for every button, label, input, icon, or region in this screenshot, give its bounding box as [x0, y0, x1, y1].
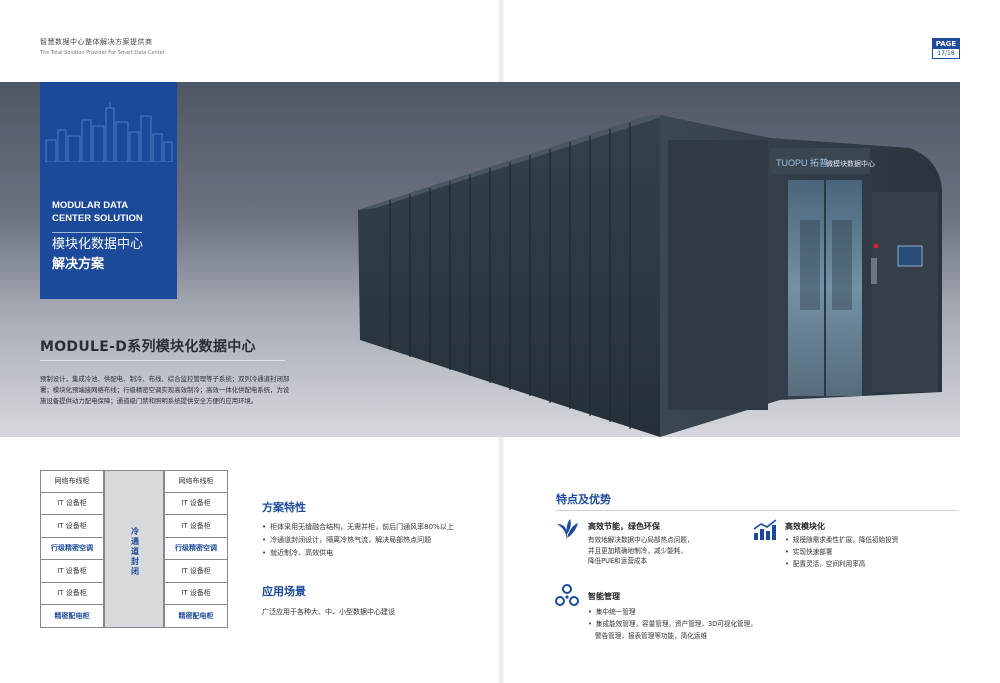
right-cabinet-row: 网络布线柜 IT 设备柜 IT 设备柜 行级精密空调 IT 设备柜 IT 设备柜…	[164, 470, 228, 628]
door-brand: TUOPU 拓普	[776, 157, 828, 168]
page-label: PAGE	[933, 39, 959, 49]
product-description: 预制设计，集成冷池、供配电、制冷、布线、综合监控管理等子系统；双列冷通道封闭部署…	[40, 375, 290, 405]
scheme-features-list: 柜体采用无缝融合结构，无需并柜，前后门通风率80%以上 冷通道封闭设计，隔离冷热…	[262, 521, 494, 560]
cabinet-layout-diagram: 网络布线柜 IT 设备柜 IT 设备柜 行级精密空调 IT 设备柜 IT 设备柜…	[40, 470, 228, 632]
list-item: 集成能效管理，容量管理，资产管理，3D可视化管理，	[588, 618, 798, 630]
company-tagline-en: The Total Solution Provider For Smart Da…	[40, 50, 165, 56]
list-item: 冷通道封闭设计，隔离冷热气流，解决局部热点问题	[262, 534, 494, 547]
list-item: 柜体采用无缝融合结构，无需并柜，前后门通风率80%以上	[262, 521, 494, 534]
solution-title-en: MODULAR DATA CENTER SOLUTION	[52, 199, 143, 225]
cold-aisle-label: 冷通道封闭	[131, 527, 139, 576]
left-cabinet-row: 网络布线柜 IT 设备柜 IT 设备柜 行级精密空调 IT 设备柜 IT 设备柜…	[40, 470, 104, 628]
page-number-box: PAGE 17/18	[932, 38, 960, 59]
cabinet-cell: 行级精密空调	[40, 537, 104, 560]
solution-subtitle-zh: 解决方案	[52, 257, 105, 272]
city-skyline-icon	[45, 102, 173, 162]
management-title: 智能管理	[588, 592, 620, 601]
efficient-text: 有效地解决数据中心局部热点问题， 并且更加精确地制冷，减少能耗， 降低PUE和运…	[588, 535, 748, 567]
page-number: 17/18	[937, 50, 955, 57]
solution-title-en-line1: MODULAR DATA	[52, 200, 129, 211]
efficient-title: 高效节能，绿色环保	[588, 522, 660, 531]
cabinet-cell: 网络布线柜	[164, 470, 228, 493]
cabinet-cell: IT 设备柜	[164, 560, 228, 583]
touch-screen	[897, 245, 923, 267]
list-item: 集中统一管理	[588, 606, 798, 618]
cold-aisle: 冷通道封闭	[104, 470, 164, 628]
modular-list: 规模随需求柔性扩展，降低初始投资 实现快速部署 配置灵活，空间利用率高	[785, 534, 955, 570]
modular-title: 高效模块化	[785, 522, 825, 531]
list-item: 就近制冷、高效供电	[262, 547, 494, 560]
scheme-features-title: 方案特性	[262, 501, 306, 514]
micro-module-cabinet-image: TUOPU 拓普 微模块数据中心	[358, 115, 942, 437]
growth-chart-icon	[753, 519, 777, 540]
management-list: 集中统一管理 集成能效管理，容量管理，资产管理，3D可视化管理，	[588, 606, 798, 630]
advantages-rule	[556, 510, 958, 511]
door-sign: 微模块数据中心	[826, 159, 875, 168]
solution-title-card: MODULAR DATA CENTER SOLUTION 模块化数据中心 解决方…	[40, 82, 177, 299]
emergency-button	[873, 243, 879, 249]
cabinet-cell: IT 设备柜	[40, 515, 104, 538]
product-title-rule	[40, 360, 285, 361]
page-header: 智慧数据中心整体解决方案提供商 The Total Solution Provi…	[40, 37, 165, 56]
application-text: 广泛应用于各种大、中、小型数据中心建设	[262, 608, 395, 616]
company-tagline-zh: 智慧数据中心整体解决方案提供商	[40, 38, 153, 46]
cabinet-cell: IT 设备柜	[164, 582, 228, 605]
network-nodes-icon	[555, 584, 579, 606]
cabinet-cell: 行级精密空调	[164, 537, 228, 560]
management-continuation: 警告管理，报表管理等功能，简化运维	[595, 632, 708, 640]
cabinet-cell: 精密配电柜	[40, 605, 104, 628]
efficient-line: 有效地解决数据中心局部热点问题，	[588, 536, 694, 544]
cabinet-cell: IT 设备柜	[40, 560, 104, 583]
title-divider	[52, 232, 142, 233]
list-item: 配置灵活，空间利用率高	[785, 558, 955, 570]
list-item: 规模随需求柔性扩展，降低初始投资	[785, 534, 955, 546]
cabinet-cell: 精密配电柜	[164, 605, 228, 628]
cabinet-cell: IT 设备柜	[164, 515, 228, 538]
cabinet-cell: 网络布线柜	[40, 470, 104, 493]
side-panel-seams	[389, 123, 631, 429]
product-title: MODULE-D系列模块化数据中心	[40, 339, 256, 355]
efficient-line: 并且更加精确地制冷，减少能耗，	[588, 546, 687, 555]
cabinet-cell: IT 设备柜	[164, 492, 228, 515]
efficient-line: 降低PUE和运营成本	[588, 557, 648, 565]
leaf-icon	[557, 519, 578, 542]
solution-title-en-line2: CENTER SOLUTION	[52, 213, 143, 224]
cabinet-cell: IT 设备柜	[40, 492, 104, 515]
advantages-title: 特点及优势	[556, 493, 611, 506]
application-title: 应用场景	[262, 585, 306, 598]
solution-title-zh: 模块化数据中心	[52, 237, 144, 252]
cabinet-cell: IT 设备柜	[40, 582, 104, 605]
list-item: 实现快速部署	[785, 546, 955, 558]
